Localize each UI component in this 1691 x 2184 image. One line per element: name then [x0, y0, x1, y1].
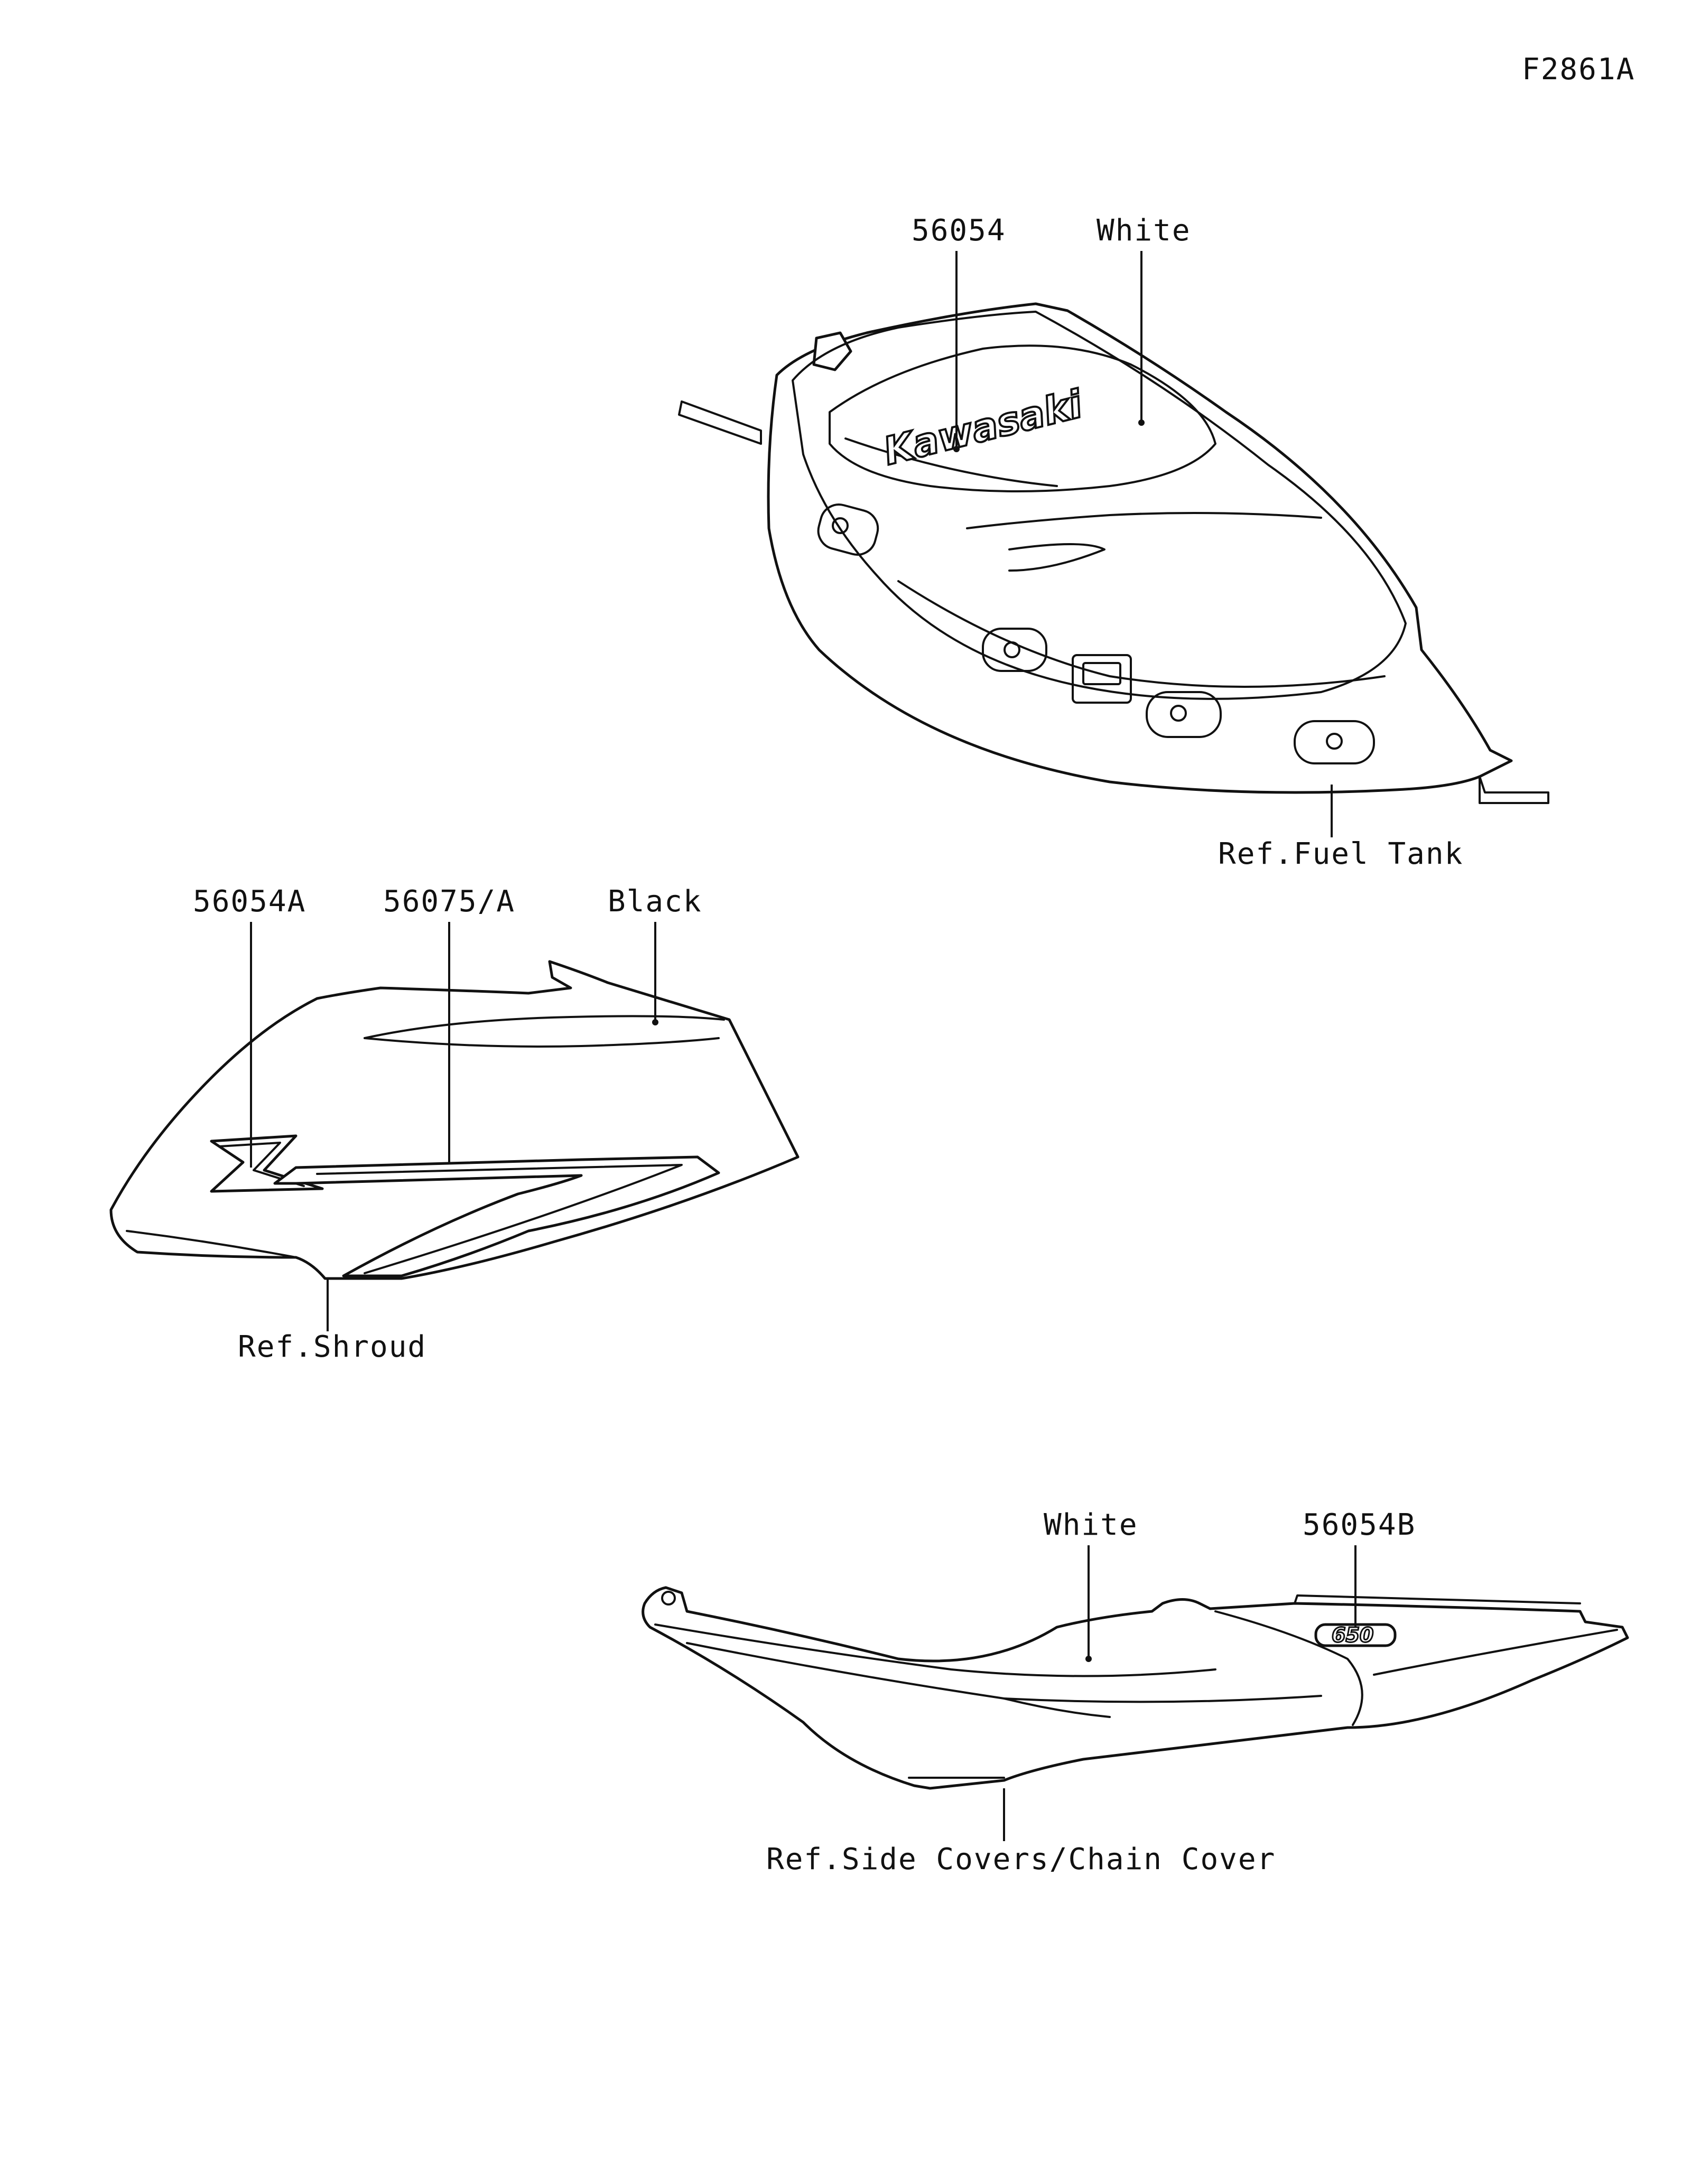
label-56054: 56054	[912, 213, 1006, 248]
label-ref-shroud: Ref.Shroud	[238, 1330, 426, 1364]
side-cover-upper-crease	[654, 1623, 1216, 1677]
label-56054A: 56054A	[193, 884, 306, 919]
label-ref-fuel-tank: Ref.Fuel Tank	[1218, 837, 1463, 871]
figure-id: F2861A	[1522, 52, 1635, 87]
side-cover-rear-crease	[1214, 1610, 1363, 1726]
side-cover-tail-crease	[1373, 1629, 1618, 1676]
tank-front-stalk	[678, 400, 762, 445]
tank-painted-panel	[829, 344, 1216, 492]
side-cover-group: 650 White 56054B Ref.Side Covers/Chain C…	[642, 1508, 1629, 1877]
badge-650-text: 650	[1332, 1623, 1373, 1647]
tank-lower-crease	[897, 580, 1386, 688]
label-56075A: 56075/A	[383, 884, 515, 919]
leader-tank-color-dot	[1138, 419, 1145, 426]
seven-stripe-inner	[316, 1164, 683, 1274]
label-tank-color: White	[1097, 213, 1191, 248]
side-cover-mount-hole	[661, 1591, 676, 1606]
fuel-tank-group: Kawasaki 56054 White Ref.Fuel Tank	[678, 213, 1549, 871]
leader-56054-dot	[953, 446, 960, 452]
z-decal-inner	[218, 1142, 305, 1187]
side-cover-top-edge	[1294, 1594, 1581, 1604]
shroud-upper-crease-2	[364, 1037, 720, 1048]
tank-panel-crease	[844, 437, 1058, 487]
leader-shroud-color-dot	[652, 1019, 658, 1025]
side-cover-mid-crease-2	[1003, 1697, 1111, 1718]
seven-stripe-decal	[273, 1155, 720, 1277]
label-56054B: 56054B	[1303, 1508, 1416, 1542]
tank-inner-rim	[792, 311, 1407, 700]
tank-rear-fin	[1479, 776, 1549, 804]
shroud-upper-crease	[364, 1015, 725, 1039]
label-shroud-color: Black	[608, 884, 702, 919]
label-ref-side-covers: Ref.Side Covers/Chain Cover	[766, 1842, 1276, 1877]
tank-mount-holes	[817, 503, 1375, 764]
side-cover-panel	[642, 1586, 1629, 1790]
fuel-tank-shell	[767, 302, 1513, 794]
tank-side-crease-1	[966, 512, 1322, 529]
shroud-group: 56054A 56075/A Black Ref.Shroud	[109, 884, 800, 1364]
label-side-cover-color: White	[1044, 1508, 1138, 1542]
tank-side-crease-2	[1008, 543, 1105, 572]
shroud-lower-crease	[126, 1230, 297, 1258]
z-decal	[210, 1134, 324, 1193]
leader-side-cover-color-dot	[1085, 1656, 1092, 1662]
